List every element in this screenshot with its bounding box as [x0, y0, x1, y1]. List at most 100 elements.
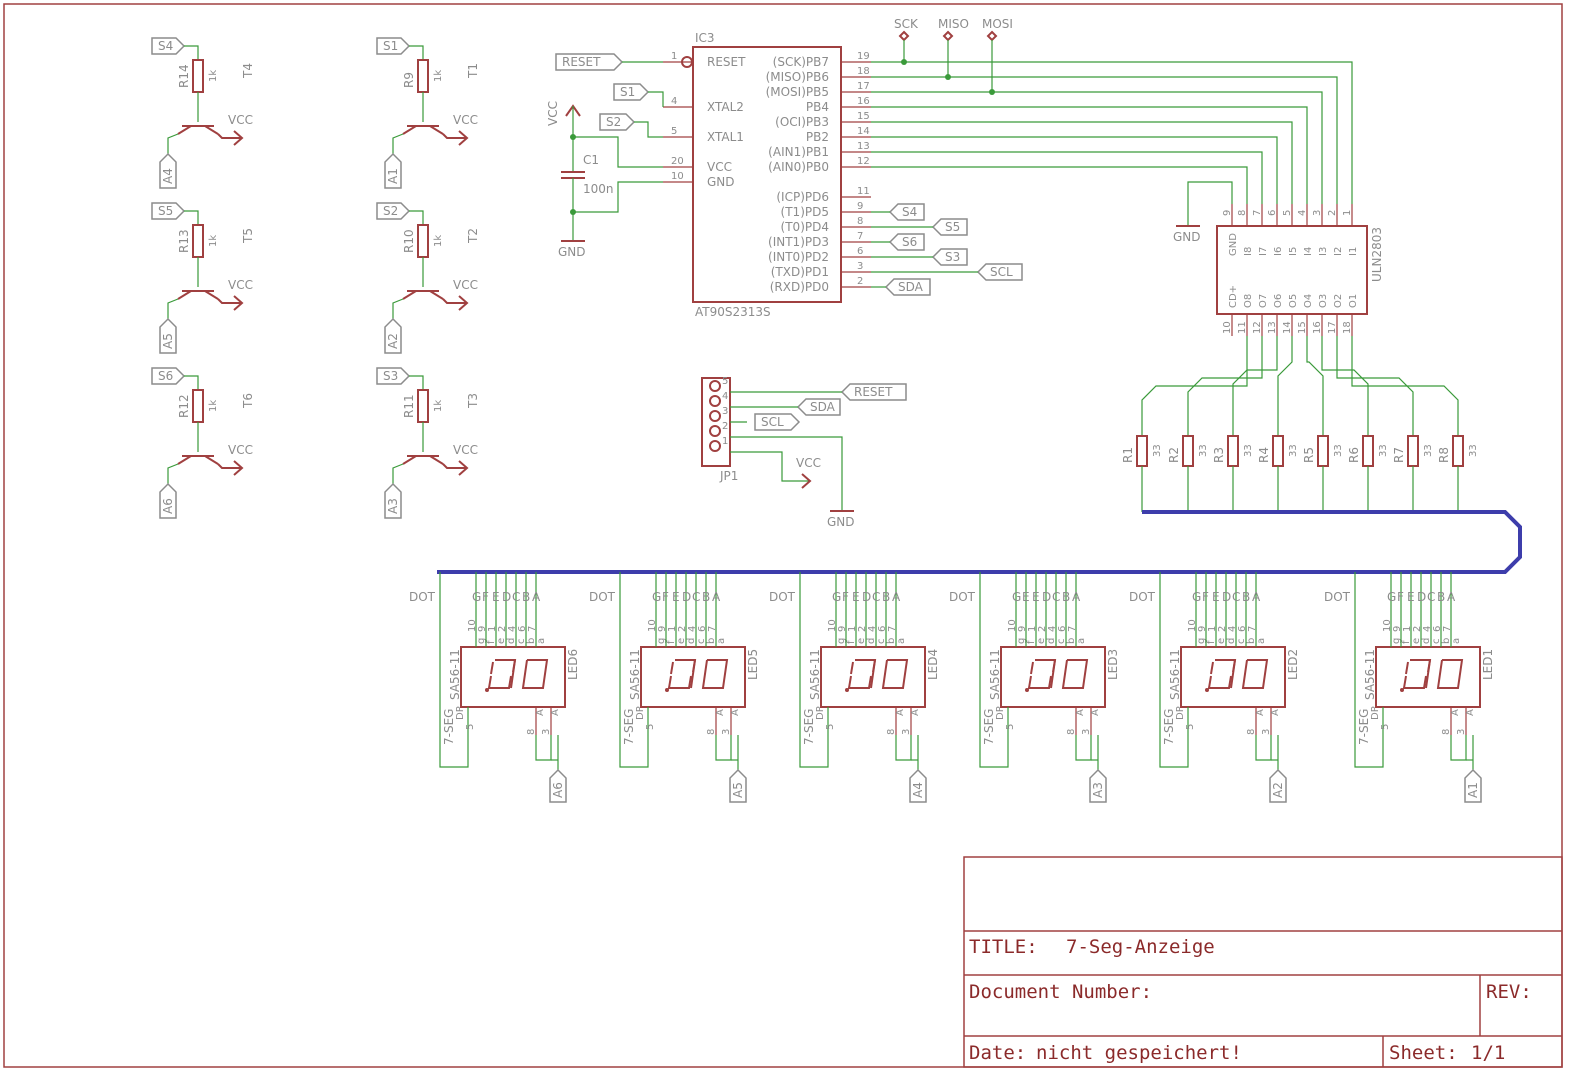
uln-pin-number: 17 — [1327, 321, 1338, 334]
wire — [167, 298, 179, 319]
net-tag-shape — [796, 398, 841, 416]
wire — [1306, 336, 1324, 436]
net-tag-shape — [384, 152, 402, 189]
resistor-name: R11 — [402, 394, 416, 418]
segment-pin-number: 2 — [857, 626, 868, 632]
vcc-arrow — [233, 130, 244, 146]
segment-pin-number: 10 — [1007, 619, 1018, 632]
net-tag-shape — [888, 233, 925, 251]
segment-pin-number: 6 — [1432, 626, 1443, 632]
resistor-value: 33 — [1378, 444, 1389, 457]
net-tag-text: S3 — [945, 250, 960, 264]
anode-pin-name: A — [550, 709, 561, 716]
uln-pin-number: 10 — [1222, 321, 1233, 334]
segment-pin-name: d — [866, 638, 877, 644]
segment-pin-number: 9 — [1197, 626, 1208, 632]
segment-pin-name: b — [706, 638, 717, 644]
uln-pin-name: O2 — [1333, 294, 1344, 308]
document-number-label: Document Number: — [969, 981, 1152, 1003]
segment-letter: E — [852, 590, 860, 604]
segment-pin-name: b — [1441, 638, 1452, 644]
segment-pin-number: 7 — [1442, 626, 1453, 632]
uln-pin-number: 16 — [1312, 321, 1323, 334]
resistor-value: 1k — [208, 70, 219, 82]
display-anode-tag: A2 — [1269, 768, 1287, 803]
segment-pin-name: f — [846, 640, 857, 644]
segment-letter: D — [682, 590, 691, 604]
dp-pin-name: DP — [1175, 706, 1186, 720]
net-tag-text: RESET — [854, 385, 893, 399]
wire — [409, 45, 424, 60]
segment-letter: C — [512, 590, 520, 604]
segment-letter: D — [502, 590, 511, 604]
resistor-name: R5 — [1302, 447, 1316, 463]
transistor-name: T3 — [466, 393, 480, 409]
segment-pin-number: 1 — [487, 626, 498, 632]
segment-pin-name: c — [1056, 639, 1067, 645]
cap-name: C1 — [583, 153, 599, 167]
net-tag-text: S6 — [902, 235, 917, 249]
decimal-point — [845, 688, 849, 692]
segment-letter: B — [522, 590, 530, 604]
segment-pin-number: 7 — [1247, 626, 1258, 632]
segment-pin-number: 10 — [1382, 619, 1393, 632]
segment-letter: A — [1072, 590, 1081, 604]
wire — [1187, 336, 1263, 436]
segment-pin-number: 2 — [1217, 626, 1228, 632]
segment-pin-name: b — [1246, 638, 1257, 644]
pd-tag: S5 — [931, 218, 968, 236]
resistor-body — [192, 59, 204, 93]
segment-letter: C — [1232, 590, 1240, 604]
resistor-body — [1317, 435, 1329, 467]
uln-pin-name: CD+ — [1228, 285, 1239, 308]
wire — [871, 166, 1248, 204]
segment-letter: E — [1032, 590, 1040, 604]
pin-name: (RXD)PD0 — [770, 280, 829, 294]
segment-pin-name: f — [666, 640, 677, 644]
gnd-symbol: GND — [827, 510, 855, 529]
uln-pin-name: I8 — [1243, 247, 1254, 256]
dp-pin-number: 5 — [1005, 724, 1016, 730]
wire — [1277, 336, 1293, 436]
pin-name: (TXD)PD1 — [771, 265, 829, 279]
resistor-name: R1 — [1121, 447, 1135, 463]
test-point — [898, 30, 910, 42]
transistor-emitter-lead — [217, 133, 242, 139]
uln-pin-number: 7 — [1252, 210, 1263, 216]
segment-pin-name: a — [716, 638, 727, 644]
resistor-name: R8 — [1437, 447, 1451, 463]
dp-pin-number: 5 — [825, 724, 836, 730]
segment-pin-number: 6 — [697, 626, 708, 632]
wire — [1075, 735, 1092, 761]
net-tag-text: S3 — [383, 369, 398, 383]
net-tag-text: A1 — [1466, 782, 1480, 798]
segment-pin-number: 10 — [647, 619, 658, 632]
segment-letter: G — [832, 590, 841, 604]
dp-pin-number: 5 — [1185, 724, 1196, 730]
net-tag-text: S1 — [383, 39, 398, 53]
pin-name: RESET — [707, 55, 746, 69]
wire — [1321, 336, 1369, 436]
transistor-name: T5 — [241, 228, 255, 244]
display-name: LED3 — [1106, 649, 1120, 680]
wire — [1450, 735, 1467, 761]
transistor-emitter-lead — [442, 298, 467, 304]
resistor-body — [417, 59, 429, 93]
segment-pin-number: 7 — [527, 626, 538, 632]
pin-name: GND — [707, 175, 735, 189]
anode-pin-number: 8 — [706, 729, 717, 735]
dp-pin-number: 5 — [645, 724, 656, 730]
dot-wire — [979, 572, 1009, 768]
signal-tag: S5 — [151, 202, 186, 220]
pin-number: 3 — [857, 261, 863, 272]
resistor-body — [1136, 435, 1148, 467]
net-tag-text: A3 — [1091, 782, 1105, 798]
